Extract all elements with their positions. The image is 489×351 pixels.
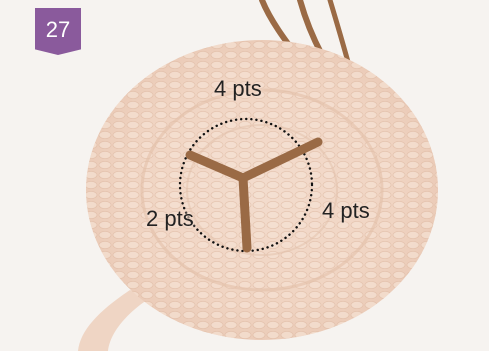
- top-stitch-count-label: 4 pts: [214, 76, 262, 102]
- left-stitch-count-label: 2 pts: [146, 206, 194, 232]
- right-stitch-count-label: 4 pts: [322, 198, 370, 224]
- step-number-badge: 27: [35, 8, 81, 55]
